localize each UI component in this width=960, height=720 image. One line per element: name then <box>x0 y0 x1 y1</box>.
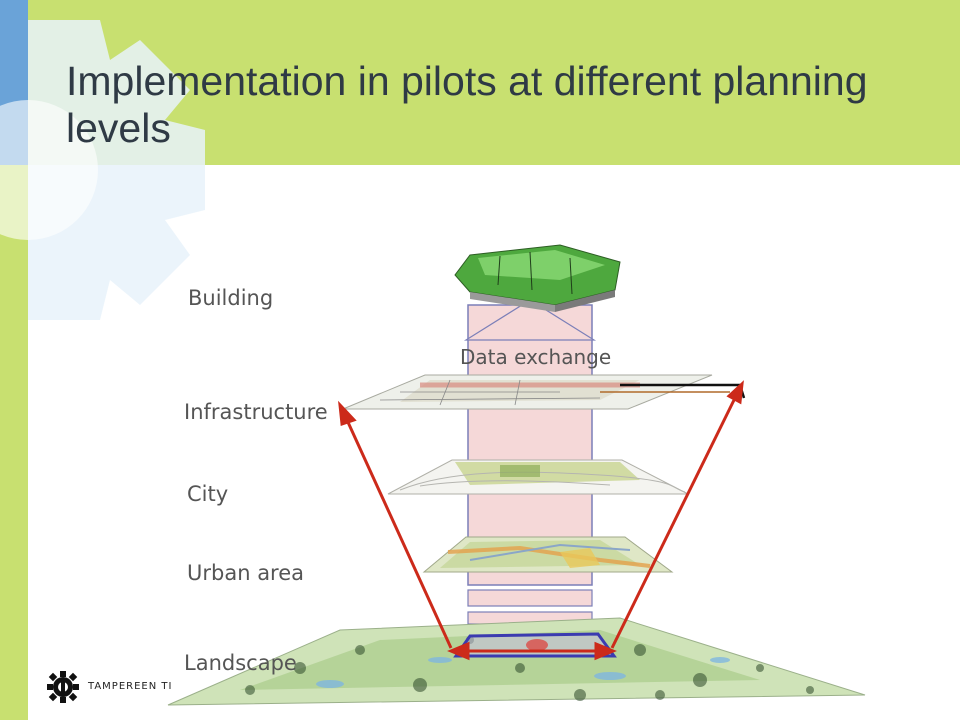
city-map-plane <box>387 459 689 495</box>
gear-watermark-icon <box>0 20 205 320</box>
level-label-urban-area: Urban area <box>187 561 305 585</box>
urban-area-map-plane <box>422 536 674 573</box>
data-exchange-label: Data exchange <box>460 345 612 369</box>
level-label-landscape: Landscape <box>184 651 297 675</box>
level-label-building: Building <box>188 286 274 310</box>
level-label-infrastructure: Infrastructure <box>184 400 328 424</box>
infrastructure-map-plane <box>342 374 746 410</box>
data-flow-arrows <box>338 380 744 661</box>
slide-title: Implementation in pilots at different pl… <box>66 58 868 151</box>
footer-logo-text: TAMPEREEN TI <box>88 681 173 692</box>
landscape-map-plane <box>167 617 866 706</box>
building-3d-model <box>454 244 621 312</box>
level-label-city: City <box>187 482 229 506</box>
tampere-university-gear-logo-icon <box>47 671 79 703</box>
